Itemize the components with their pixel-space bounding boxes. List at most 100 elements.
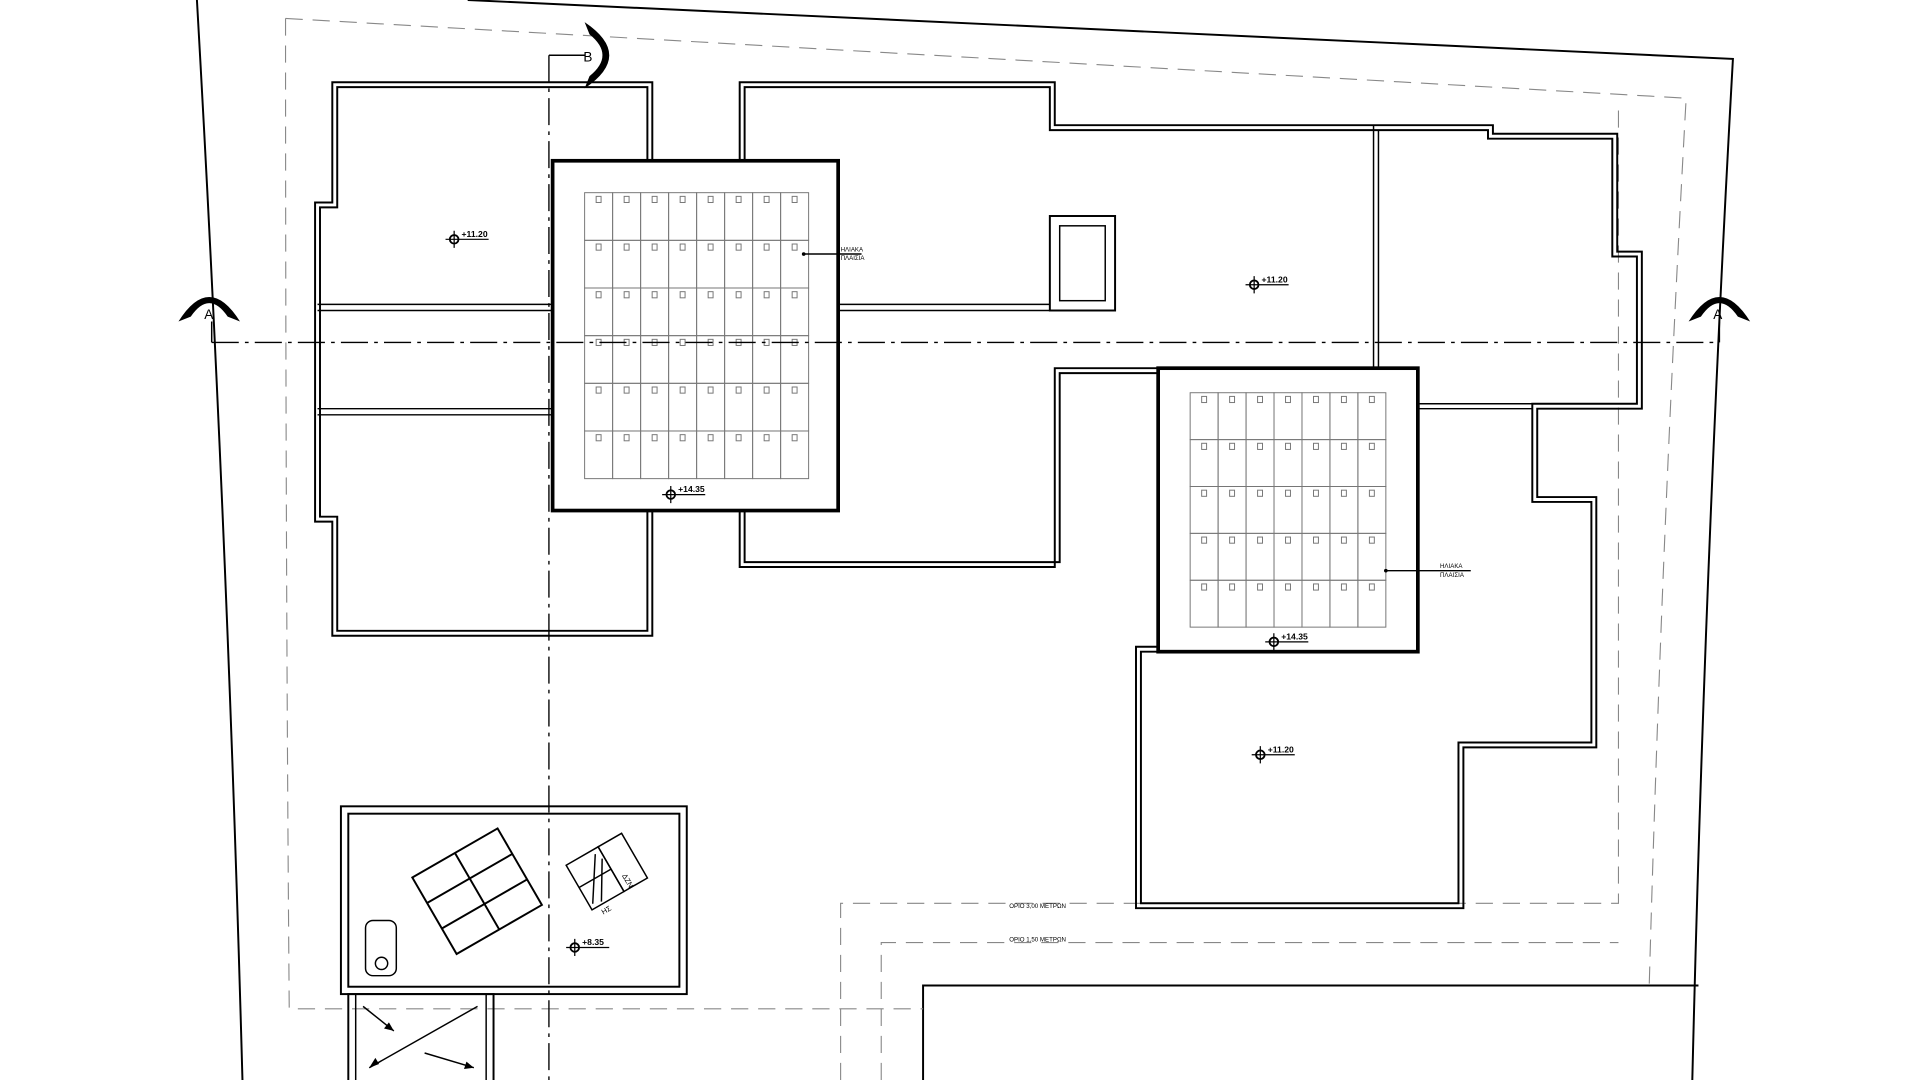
panel-clip — [763, 195, 770, 203]
panel-clip — [1229, 395, 1236, 404]
solar-note-text-1: ΗΛΙΑΚΑ — [1440, 563, 1463, 570]
solar-panel — [1329, 532, 1359, 581]
panel-clip — [1340, 395, 1347, 404]
solar-panel — [1189, 532, 1219, 581]
panel-clip — [763, 434, 770, 442]
panel-clip — [1313, 583, 1319, 591]
panel-clip — [1229, 583, 1236, 591]
panel-clip — [679, 338, 686, 346]
solar-panel — [584, 192, 614, 241]
solar-array-right-frame — [1156, 366, 1420, 654]
panel-clip — [1313, 536, 1319, 544]
section-b-label: B — [583, 49, 592, 64]
panel-clip — [1340, 583, 1347, 591]
solar-panel — [1273, 579, 1303, 628]
panel-clip — [1201, 442, 1208, 450]
solar-panel — [780, 192, 810, 241]
solar-panel — [1329, 485, 1359, 534]
panel-clip — [735, 291, 742, 299]
panel-clip — [1201, 395, 1208, 404]
panel-clip — [791, 243, 798, 251]
solar-panel — [1329, 392, 1359, 441]
section-line-a: A A — [178, 297, 1751, 344]
solar-panel — [640, 192, 670, 241]
solar-array-right — [1189, 392, 1387, 628]
solar-panel — [584, 287, 614, 337]
panel-clip — [1257, 442, 1263, 450]
panel-clip — [623, 291, 630, 299]
panel-clip — [763, 291, 770, 299]
solar-panel — [612, 382, 642, 432]
solar-panel — [1217, 532, 1247, 581]
level-label: +14.35 — [1281, 631, 1308, 641]
solar-note-text-2: ΠΛΑΙΣΙΑ — [1440, 572, 1465, 579]
solar-panel — [668, 287, 698, 337]
panel-clip — [1285, 489, 1291, 497]
panel-clip — [1340, 442, 1347, 450]
panel-clip — [791, 386, 798, 394]
annex-roof: ΔΖΝ ΗΣ — [339, 805, 688, 996]
solar-panel — [780, 382, 810, 432]
solar-panel — [584, 430, 614, 480]
section-a-right-arrow-icon — [1688, 297, 1751, 322]
setback-3m-label: ΟΡΙΟ 3,00 ΜΕΤΡΩΝ — [1009, 903, 1066, 910]
panel-clip — [1368, 536, 1375, 544]
level-marker: +14.35 — [1265, 631, 1309, 651]
solar-panel — [724, 430, 754, 480]
solar-panel — [1301, 439, 1331, 487]
left-roof-outline — [314, 81, 654, 637]
level-marker: +11.20 — [445, 229, 489, 248]
panel-clip — [707, 434, 714, 442]
panel-clip — [679, 434, 686, 442]
panel-clip — [595, 195, 602, 203]
solar-panel — [1301, 392, 1331, 441]
solar-panel — [1217, 579, 1247, 628]
solar-panel — [1217, 439, 1247, 487]
panel-clip — [1285, 395, 1291, 404]
panel-clip — [735, 434, 742, 442]
solar-panel — [1273, 485, 1303, 534]
panel-clip — [1229, 442, 1236, 450]
annex-label-hs: ΗΣ — [600, 903, 613, 916]
solar-panel — [1357, 392, 1387, 441]
solar-panel — [584, 382, 614, 432]
solar-panel — [612, 430, 642, 480]
panel-clip — [707, 243, 714, 251]
panel-clip — [1368, 442, 1375, 450]
solar-panel — [696, 430, 726, 480]
level-marker: +11.20 — [1251, 744, 1295, 764]
panel-clip — [623, 195, 630, 203]
solar-note-right: ΗΛΙΑΚΑ ΠΛΑΙΣΙΑ — [1384, 563, 1471, 579]
panel-clip — [623, 243, 630, 251]
panel-clip — [763, 386, 770, 394]
annex-solar-panels — [410, 827, 544, 956]
panel-clip — [679, 243, 686, 251]
section-a-left-arrow-icon — [178, 297, 240, 322]
solar-panel — [640, 430, 670, 480]
solar-panel — [584, 239, 614, 289]
solar-panel — [724, 192, 754, 241]
solar-panel — [1245, 392, 1275, 441]
level-marker: +8.35 — [566, 937, 610, 957]
solar-panel — [1189, 485, 1219, 534]
panel-clip — [735, 386, 742, 394]
solar-array-left-frame — [550, 158, 841, 513]
panel-clip — [1201, 583, 1208, 591]
level-marker: +14.35 — [662, 484, 706, 504]
solar-note-left: ΗΛΙΑΚΑ ΠΛΑΙΣΙΑ — [801, 247, 865, 262]
panel-clip — [735, 243, 742, 251]
solar-panel — [752, 287, 782, 337]
solar-panel — [612, 239, 642, 289]
solar-panel — [724, 382, 754, 432]
panel-clip — [1368, 489, 1375, 497]
solar-panel — [1245, 579, 1275, 628]
panel-clip — [1340, 489, 1347, 497]
solar-panel — [752, 239, 782, 289]
panel-clip — [1257, 536, 1263, 544]
solar-panel — [1245, 532, 1275, 581]
panel-clip — [651, 243, 658, 251]
solar-panel — [1357, 485, 1387, 534]
panel-clip — [623, 386, 630, 394]
solar-panel — [1329, 579, 1359, 628]
solar-panel — [1357, 439, 1387, 487]
